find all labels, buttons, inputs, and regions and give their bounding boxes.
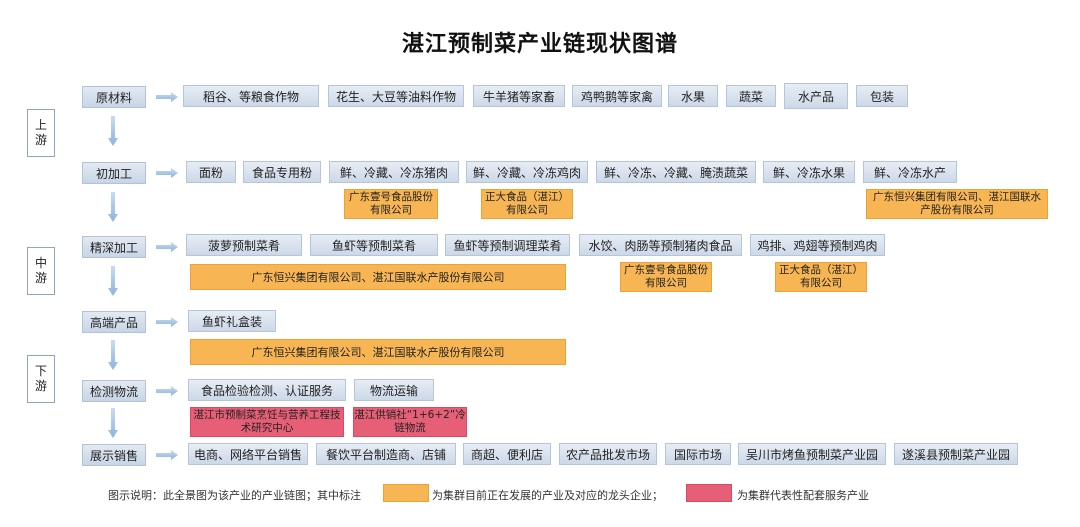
category-raw-materials: 原材料 <box>82 86 146 108</box>
category-deep-processing: 精深加工 <box>82 236 146 258</box>
company-box: 广东壹号食品股份有限公司 <box>620 262 712 292</box>
company-box: 广东恒兴集团有限公司、湛江国联水产股份有限公司 <box>190 264 566 290</box>
item-supermarkets: 商超、便利店 <box>463 443 551 465</box>
company-box: 广东壹号食品股份有限公司 <box>344 189 438 219</box>
item-livestock: 牛羊猪等家畜 <box>473 85 565 107</box>
item-seafood-prepared: 鱼虾等预制调理菜肴 <box>445 234 570 256</box>
down-arrow-icon <box>108 340 118 370</box>
item-wuchuan-park: 吴川市烤鱼预制菜产业园 <box>738 443 886 465</box>
right-arrow-icon <box>156 317 178 327</box>
item-poultry: 鸡鸭鹅等家禽 <box>572 85 662 107</box>
down-arrow-icon <box>108 116 118 146</box>
category-primary-processing: 初加工 <box>82 162 146 184</box>
company-box: 广东恒兴集团有限公司、湛江国联水产股份有限公司 <box>866 189 1048 219</box>
item-fruit-processed: 鲜、冷冻水果 <box>763 161 855 183</box>
stage-upstream: 上游 <box>27 109 55 157</box>
item-seafood-dishes: 鱼虾等预制菜肴 <box>310 234 438 256</box>
item-vegetables-processed: 鲜、冷冻、冷藏、腌渍蔬菜 <box>596 161 756 183</box>
down-arrow-icon <box>108 408 118 438</box>
item-food-flour: 食品专用粉 <box>243 161 321 183</box>
right-arrow-icon <box>156 92 178 102</box>
item-oil-crops: 花生、大豆等油料作物 <box>328 85 464 107</box>
item-aquatic-processed: 鲜、冷冻水产 <box>863 161 957 183</box>
item-aquatic-products: 水产品 <box>784 83 848 109</box>
item-fruit: 水果 <box>668 85 718 107</box>
right-arrow-icon <box>156 386 178 396</box>
item-catering: 餐饮平台制造商、店铺 <box>316 443 456 465</box>
legend-orange-text: 为集群目前正在发展的产业及对应的龙头企业； <box>432 489 663 502</box>
item-pork: 鲜、冷藏、冷冻猪肉 <box>329 161 459 183</box>
company-box: 正大食品（湛江）有限公司 <box>775 262 867 292</box>
legend-red-swatch <box>686 484 732 502</box>
item-grain-crops: 稻谷、等粮食作物 <box>183 85 319 107</box>
item-wholesale-market: 农产品批发市场 <box>559 443 657 465</box>
service-box: 湛江市预制菜烹饪与营养工程技术研究中心 <box>190 407 344 437</box>
category-display-sales: 展示销售 <box>82 444 146 466</box>
legend-red-text: 为集群代表性配套服务产业 <box>737 489 869 502</box>
item-chicken-products: 鸡排、鸡翅等预制鸡肉 <box>750 234 885 256</box>
item-pork-products: 水饺、肉肠等预制猪肉食品 <box>579 234 742 256</box>
item-logistics: 物流运输 <box>354 379 434 401</box>
category-testing-logistics: 检测物流 <box>82 380 146 402</box>
company-box: 正大食品（湛江）有限公司 <box>481 189 573 219</box>
service-box: 湛江供销社“1+6+2”冷链物流 <box>353 407 467 437</box>
item-food-testing: 食品检验检测、认证服务 <box>188 379 346 401</box>
item-vegetables: 蔬菜 <box>726 85 776 107</box>
legend-orange-swatch <box>383 484 429 502</box>
category-premium-products: 高端产品 <box>82 311 146 333</box>
item-pineapple-dishes: 菠萝预制菜肴 <box>186 234 302 256</box>
item-packaging: 包装 <box>856 85 908 107</box>
page-title: 湛江预制菜产业链现状图谱 <box>401 32 678 57</box>
right-arrow-icon <box>156 242 178 252</box>
item-international-market: 国际市场 <box>665 443 731 465</box>
stage-midstream: 中游 <box>27 247 55 295</box>
down-arrow-icon <box>108 266 118 296</box>
down-arrow-icon <box>108 192 118 222</box>
legend-prefix: 图示说明：此全景图为该产业的产业链图；其中标注 <box>108 489 361 502</box>
right-arrow-icon <box>156 168 178 178</box>
item-seafood-gift-box: 鱼虾礼盒装 <box>188 310 276 332</box>
right-arrow-icon <box>156 450 178 460</box>
item-suixi-park: 遂溪县预制菜产业园 <box>894 443 1018 465</box>
item-chicken: 鲜、冷藏、冷冻鸡肉 <box>466 161 588 183</box>
item-ecommerce: 电商、网络平台销售 <box>188 443 308 465</box>
item-flour: 面粉 <box>186 161 236 183</box>
stage-downstream: 下游 <box>27 355 55 403</box>
company-box: 广东恒兴集团有限公司、湛江国联水产股份有限公司 <box>190 339 566 365</box>
